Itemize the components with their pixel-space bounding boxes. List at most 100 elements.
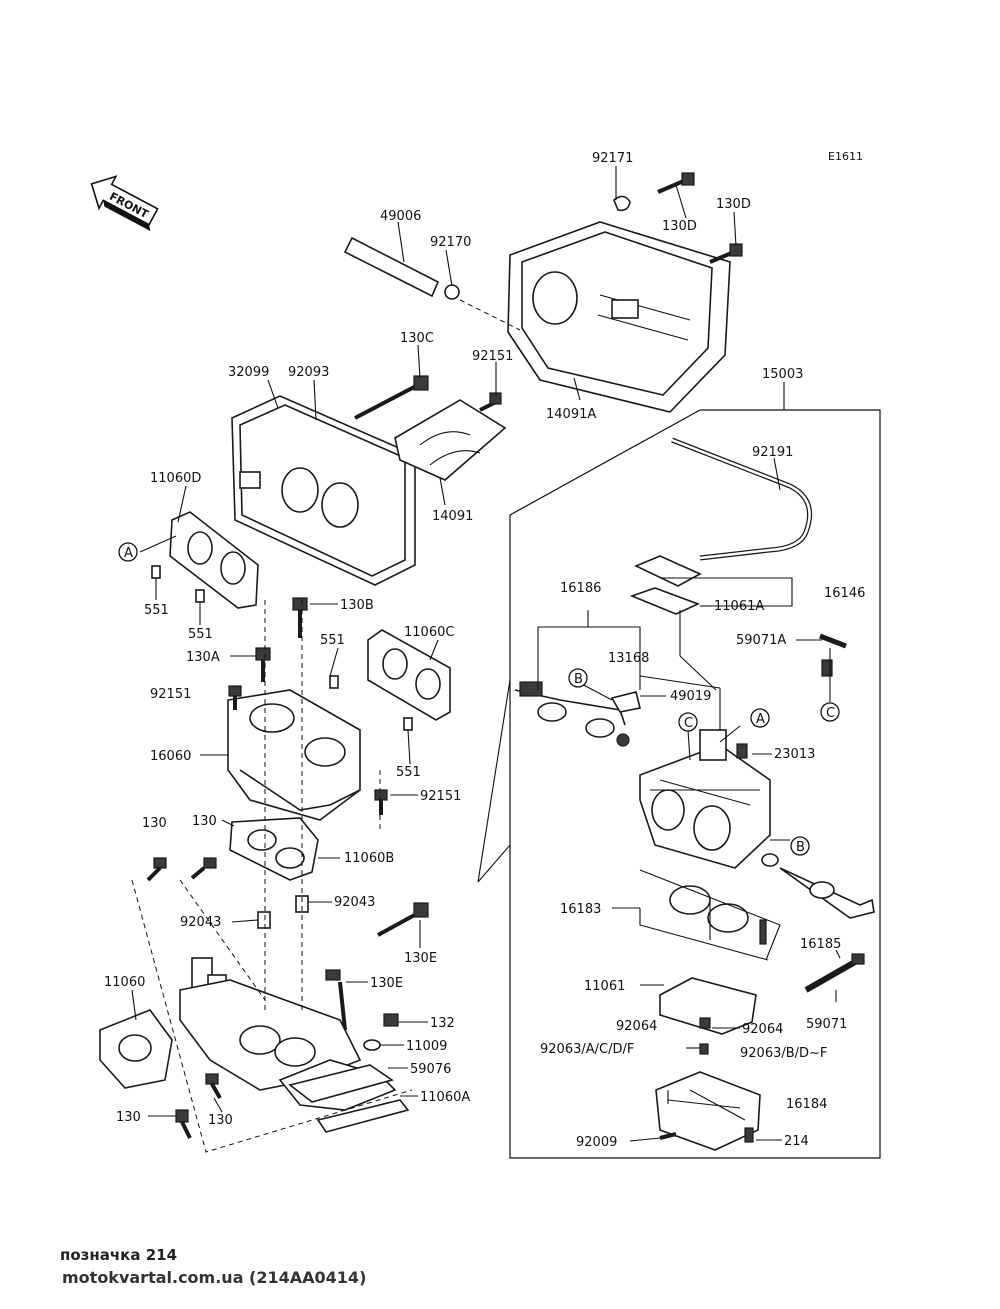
- bolt-92151-mid: [228, 685, 242, 710]
- cover-16146: [634, 555, 702, 587]
- callout: 92170: [430, 235, 471, 250]
- bolt-130d-2: [709, 243, 743, 264]
- bolt-130b: [292, 597, 308, 638]
- air-cleaner-cover: [507, 221, 731, 413]
- callout: 49019: [670, 689, 711, 704]
- group-connector-line-2: [477, 679, 511, 883]
- callout: 130A: [186, 650, 220, 665]
- callout: 551: [188, 627, 213, 642]
- callout: 130E: [404, 951, 437, 966]
- callout: 11060: [104, 975, 145, 990]
- callout-labels: 92171 130D 130D 49006 92170 130C 92151 3…: [104, 151, 865, 1150]
- callout: 92063/B/D~F: [740, 1046, 827, 1061]
- callout: 132: [430, 1016, 455, 1031]
- air-filter-14091: [394, 399, 507, 481]
- bolt-130-left-2: [190, 857, 217, 880]
- bolt-130d-1: [657, 172, 695, 194]
- bolt-130e-short: [325, 969, 347, 1031]
- marker-c2: C: [820, 702, 840, 722]
- jet-92063: [699, 1043, 709, 1055]
- callout: 130: [208, 1113, 233, 1128]
- gasket-11061: [659, 977, 757, 1035]
- callout: 15003: [762, 367, 803, 382]
- gasket-11060b: [229, 817, 319, 881]
- callout: 11061: [584, 979, 625, 994]
- callout: 16185: [800, 937, 841, 952]
- gasket-11060a: [316, 1099, 410, 1133]
- callout: 11060D: [150, 471, 201, 486]
- o-ring-11009: [363, 1039, 381, 1051]
- pin-551-b: [195, 589, 205, 603]
- callout: 14091: [432, 509, 473, 524]
- front-arrow-icon: FRONT: [90, 175, 159, 231]
- gasket-11060: [99, 1009, 173, 1089]
- gasket-11060c: [367, 629, 451, 721]
- carburetor-body: [639, 729, 771, 869]
- bolt-130c: [354, 375, 429, 420]
- callout: 92171: [592, 151, 633, 166]
- svg-text:B: B: [574, 672, 583, 687]
- callout: 14091A: [546, 407, 596, 422]
- nut-92064: [699, 1017, 711, 1029]
- callout: 11060B: [344, 851, 394, 866]
- callout: 92151: [420, 789, 461, 804]
- assembly-line-top: [459, 299, 521, 331]
- callout: 23013: [774, 747, 815, 762]
- throttle-lever: [761, 853, 875, 919]
- callout: 551: [320, 633, 345, 648]
- svg-text:B: B: [796, 840, 805, 855]
- callout: 130B: [340, 598, 374, 613]
- callout: 92151: [472, 349, 513, 364]
- float-bowl-16184: [655, 1071, 761, 1151]
- callout: 551: [396, 765, 421, 780]
- callout: 130D: [716, 197, 751, 212]
- callout: 13168: [608, 651, 649, 666]
- callout: 49006: [380, 209, 421, 224]
- callout: 16183: [560, 902, 601, 917]
- figure-code: E1611: [828, 150, 863, 163]
- marker-c1: C: [678, 712, 698, 732]
- callout: 11009: [406, 1039, 447, 1054]
- bolt-130-bottom-1: [175, 1109, 192, 1139]
- callout: 214: [784, 1134, 809, 1149]
- callout: 130: [116, 1110, 141, 1125]
- callout: 92043: [180, 915, 221, 930]
- svg-text:C: C: [826, 706, 835, 721]
- marker-b2: B: [790, 836, 810, 856]
- callout: 92009: [576, 1135, 617, 1150]
- callout: 92064: [742, 1022, 783, 1037]
- source-watermark: motokvartal.com.ua (214AA0414): [62, 1268, 367, 1287]
- bolt-130-left: [146, 857, 167, 882]
- callout: 92043: [334, 895, 375, 910]
- callout: 16186: [560, 581, 601, 596]
- callout: 11060C: [404, 625, 454, 640]
- pin-551-a: [151, 565, 161, 579]
- callout: 130C: [400, 331, 434, 346]
- callout: 11061A: [714, 599, 764, 614]
- marker-b1: B: [568, 668, 588, 688]
- air-filter-housing-32099: [231, 395, 416, 586]
- callout: 130E: [370, 976, 403, 991]
- assembly-line-mid: [179, 879, 266, 1001]
- bolt-130a: [255, 647, 271, 682]
- gasket-11061a: [629, 587, 701, 615]
- bracket-49019: [610, 691, 641, 713]
- gasket-11060d: [169, 511, 259, 609]
- callout: 16184: [786, 1097, 827, 1112]
- callout: 92064: [616, 1019, 657, 1034]
- float-16183: [669, 885, 767, 945]
- svg-text:C: C: [684, 716, 693, 731]
- group-connector-line: [477, 844, 511, 883]
- svg-text:A: A: [756, 712, 765, 727]
- screw-92009: [659, 1132, 677, 1140]
- dowel-92043-a: [257, 911, 271, 929]
- callout: 92191: [752, 445, 793, 460]
- callout: 59071: [806, 1017, 847, 1032]
- callout: 32099: [228, 365, 269, 380]
- insulator-59076: [288, 1064, 394, 1103]
- caption: позначка 214: [60, 1246, 178, 1264]
- dowel-92043-b: [295, 895, 309, 913]
- pin-551-d: [403, 717, 413, 731]
- callout: 130: [142, 816, 167, 831]
